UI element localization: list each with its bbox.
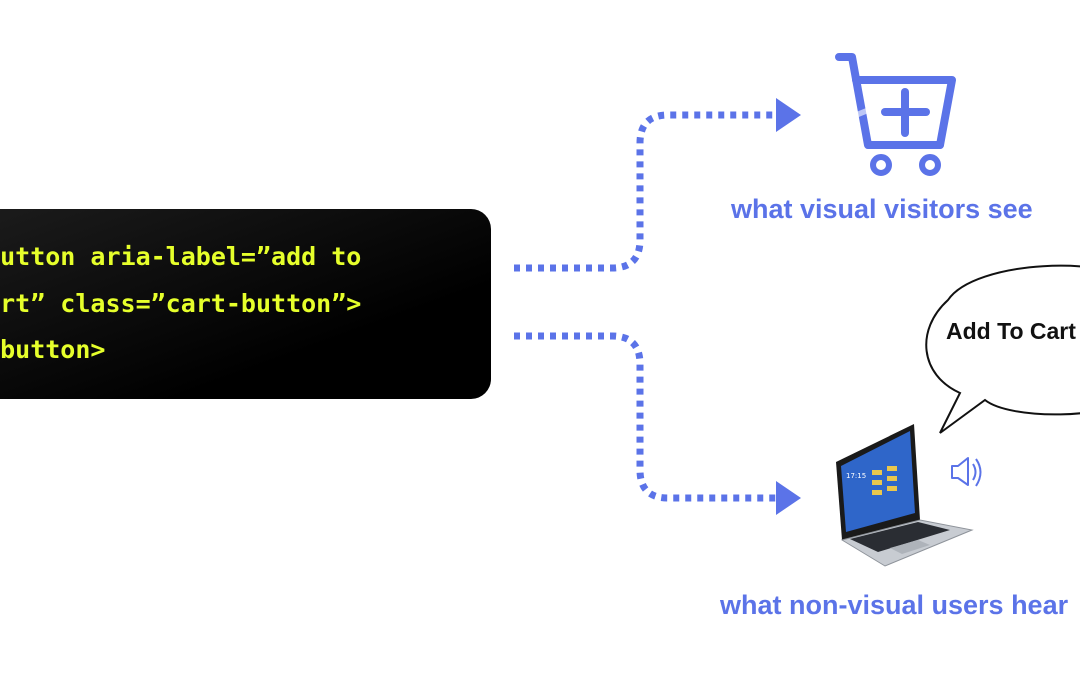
dotted-arrow-lower [514,332,778,502]
speech-text: Add To Cart [946,318,1076,344]
cart-plus-icon [835,53,956,176]
code-line-3: </button> [0,335,106,364]
code-line-2: cart” class=”cart-button”> [0,289,362,318]
svg-text:17:15: 17:15 [846,472,866,480]
nonvisual-caption: what non-visual users hear [720,590,1069,620]
arrowhead-lower-icon [776,481,801,515]
code-line-1: <button aria-label=”add to [0,242,362,271]
speech-bubble [925,264,1080,434]
dotted-arrow-upper [514,111,778,272]
laptop-icon: 17:15 [836,93,974,567]
visual-caption: what visual visitors see [731,194,1033,224]
arrowhead-upper-icon [776,98,801,132]
speaker-sound-icon [951,457,982,487]
code-snippet-box: <button aria-label=”add to cart” class=”… [0,209,491,399]
